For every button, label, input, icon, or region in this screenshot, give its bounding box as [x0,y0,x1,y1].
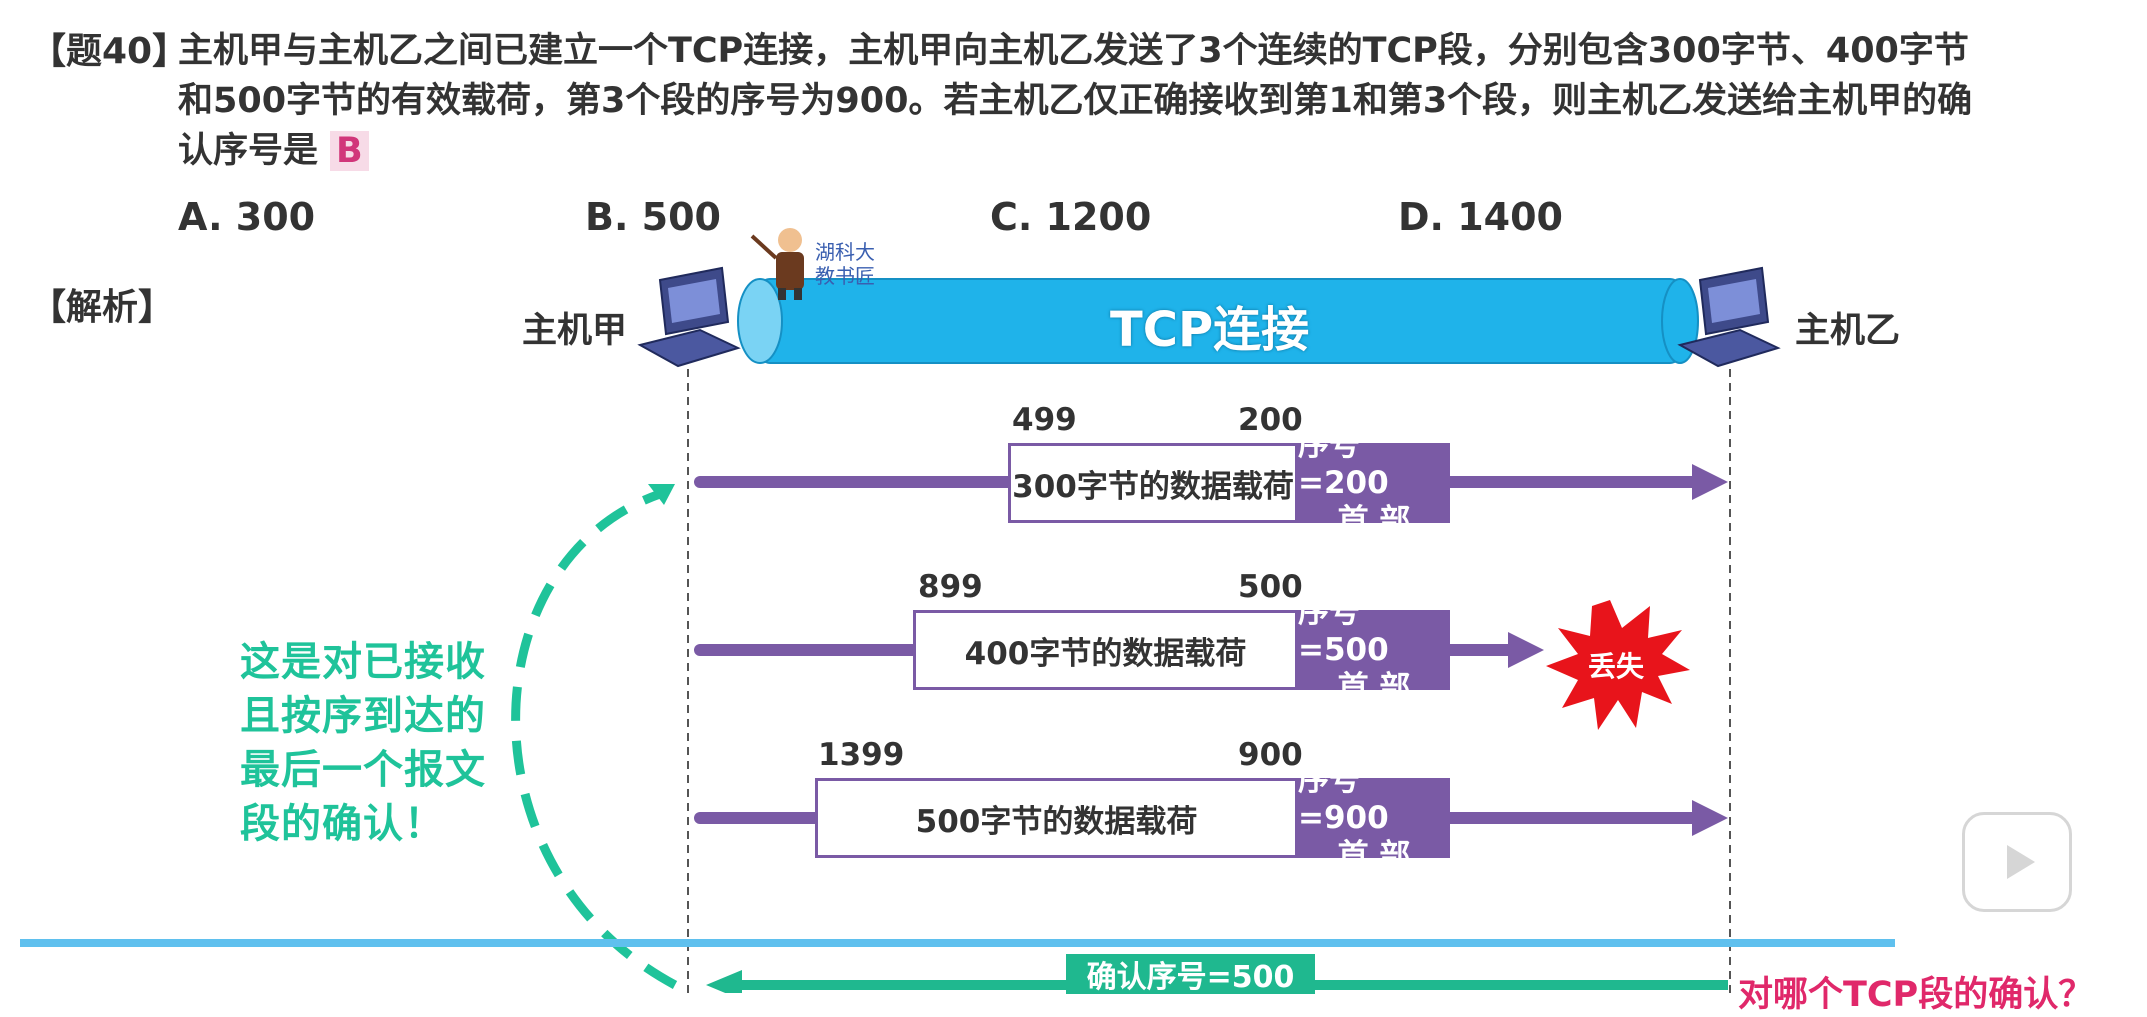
segment-2-header-label: 首 部 [1337,670,1411,706]
segment-2-arrow [694,632,1544,668]
question-line-1: 主机甲与主机乙之间已建立一个TCP连接，主机甲向主机乙发送了3个连续的TCP段，… [178,31,1969,71]
computer-icon [1677,266,1781,368]
question-tag: 【题40】 [30,31,189,72]
segment-2-seq: 序号=500 [1298,594,1389,668]
segment-1-seq: 序号=200 [1298,427,1389,501]
explosion-icon [1546,600,1690,730]
segment-3-start: 1399 [818,737,905,773]
segment-3-seq: 序号=900 [1298,762,1389,836]
segment-2-end: 500 [1238,569,1303,605]
segment-3-header: 序号=900 首 部 [1298,762,1450,874]
highlight-bar [20,939,1895,947]
tcp-connection-label: TCP连接 [1110,302,1310,358]
watermark: 湖科大 教书匠 [815,240,875,288]
play-button[interactable] [1962,812,2072,912]
curved-dashed-arrow [511,484,678,989]
teacher-icon [750,228,804,300]
ack-label: 确认序号=500 [1066,954,1315,995]
segment-1-payload: 300字节的数据载荷 [1008,443,1298,523]
segment-1-start: 499 [1012,402,1077,438]
option-a: A. 300 [178,195,316,239]
question-line-2: 和500字节的有效载荷，第3个段的序号为900。若主机乙仅正确接收到第1和第3个… [178,81,1973,121]
host-b-label: 主机乙 [1795,311,1901,351]
note-line-1: 这是对已接收 [240,639,486,685]
lost-label: 丢失 [1588,650,1645,683]
watermark-line-2: 教书匠 [815,264,875,288]
segment-2-header: 序号=500 首 部 [1298,594,1450,706]
note-line-2: 且按序到达的 [240,693,486,739]
host-a-label: 主机甲 [522,311,628,351]
segment-3-header-label: 首 部 [1337,838,1411,874]
segment-1-header: 序号=200 首 部 [1298,427,1450,539]
segment-3-arrow [694,800,1728,836]
question-line-3: 认序号是 B [178,122,369,173]
option-b: B. 500 [585,195,721,239]
answer-badge: B [330,131,369,171]
segment-2-payload: 400字节的数据载荷 [913,610,1298,690]
option-d: D. 1400 [1398,195,1563,239]
watermark-line-1: 湖科大 [815,240,875,264]
annotation-note: 这是对已接收 且按序到达的 最后一个报文 段的确认！ [240,635,500,851]
segment-1-arrow [694,464,1728,500]
option-c: C. 1200 [990,195,1152,239]
note-line-4: 段的确认！ [240,801,445,847]
computer-icon [637,266,741,368]
segment-2-start: 899 [918,569,983,605]
segment-1-header-label: 首 部 [1337,503,1411,539]
question-line-3-text: 认序号是 [178,131,319,171]
play-icon [2007,845,2035,879]
analysis-label: 【解析】 [30,287,175,328]
tcp-connection-pipe [737,278,1699,364]
bottom-question: 对哪个TCP段的确认？ [1738,975,2094,1015]
segment-1-end: 200 [1238,402,1303,438]
segment-3-payload: 500字节的数据载荷 [815,778,1298,858]
note-line-3: 最后一个报文 [240,747,486,793]
segment-3-end: 900 [1238,737,1303,773]
tcp-diagram [511,228,1781,993]
